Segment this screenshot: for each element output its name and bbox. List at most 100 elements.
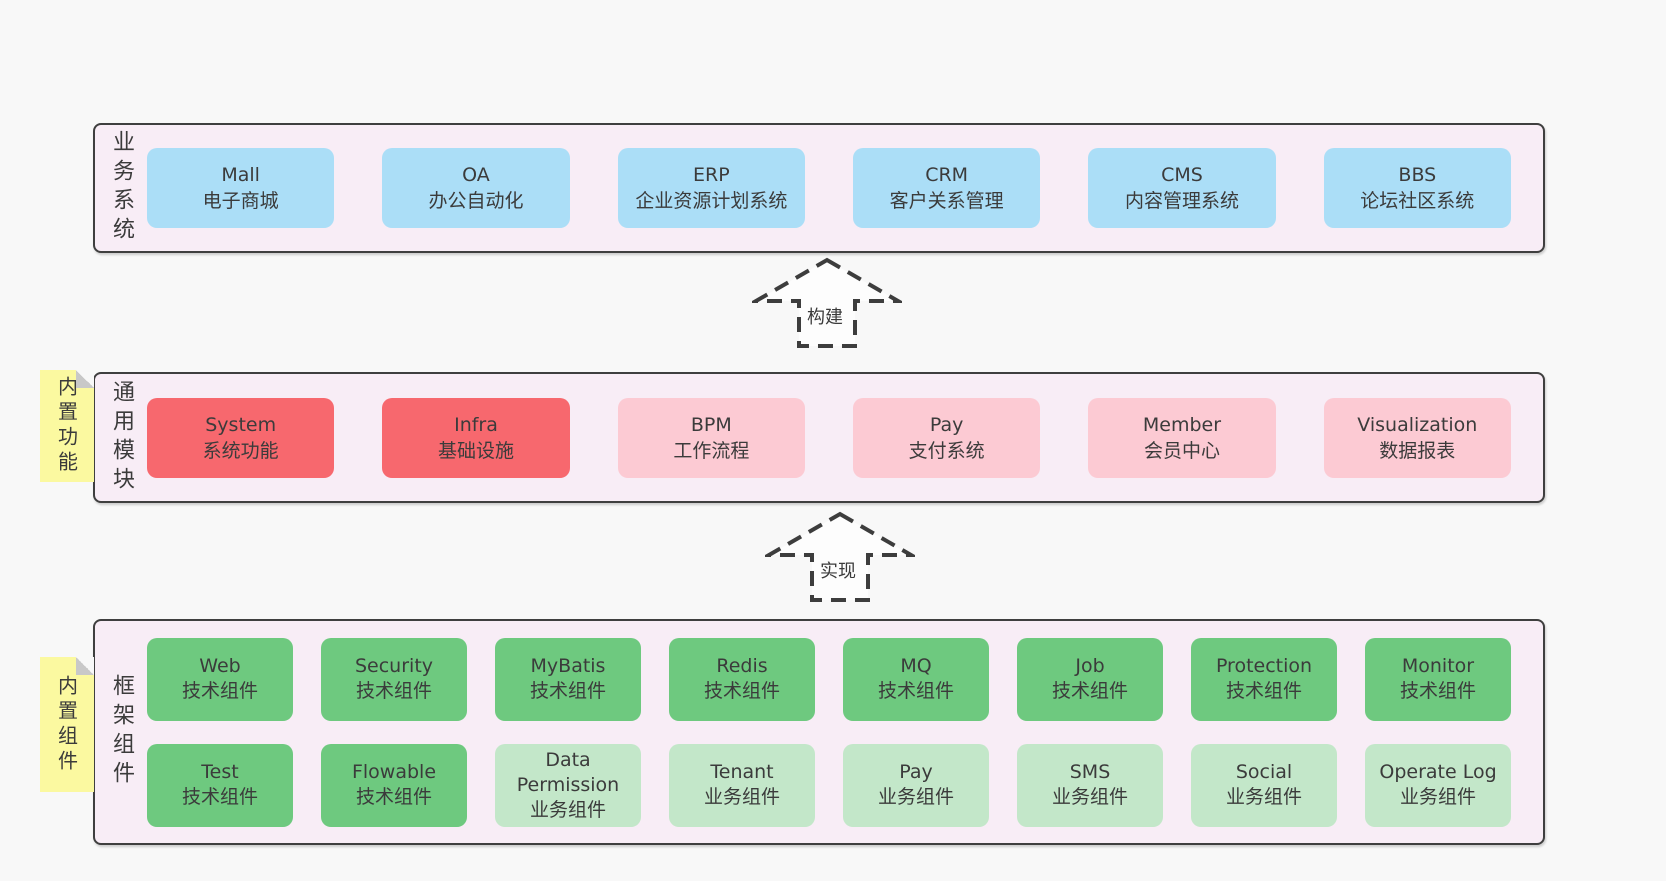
- box-infra: Infra 基础设施: [382, 397, 570, 478]
- box-mall: Mall 电子商城: [147, 148, 335, 228]
- box-pay-biz-name: Pay: [899, 761, 933, 783]
- box-erp-name: ERP: [692, 164, 730, 186]
- box-security-name: Security: [354, 655, 434, 677]
- box-mall-desc: 电子商城: [202, 190, 279, 212]
- box-social-name: Social: [1235, 761, 1293, 783]
- box-operate-log-name: Operate Log: [1379, 761, 1497, 783]
- implement-arrow-label: 实现: [820, 561, 856, 582]
- box-bpm: BPM 工作流程: [617, 397, 805, 478]
- box-redis: Redis 技术组件: [669, 637, 815, 721]
- box-flowable-desc: 技术组件: [355, 786, 432, 808]
- box-infra-name: Infra: [454, 413, 498, 436]
- box-sms-desc: 业务组件: [1051, 786, 1128, 808]
- box-protection-desc: 技术组件: [1225, 680, 1302, 702]
- box-protection: Protection 技术组件: [1191, 637, 1337, 721]
- band-label-common-modules: 通用模块: [109, 379, 134, 496]
- box-monitor-name: Monitor: [1401, 655, 1475, 677]
- box-web: Web 技术组件: [147, 637, 293, 721]
- box-mybatis-desc: 技术组件: [529, 680, 606, 702]
- band-framework-components: 内置组件 框架组件 Web 技术组件 Security 技术组件 MyBatis…: [40, 619, 1545, 845]
- box-tenant-name: Tenant: [710, 761, 774, 783]
- box-redis-desc: 技术组件: [703, 680, 780, 702]
- box-member: Member 会员中心: [1088, 397, 1276, 478]
- implement-arrow-icon: 实现: [761, 511, 919, 603]
- box-monitor-desc: 技术组件: [1399, 680, 1476, 702]
- box-mall-name: Mall: [221, 164, 260, 186]
- box-pay: Pay 支付系统: [852, 397, 1041, 478]
- box-pay-biz-desc: 业务组件: [877, 786, 954, 808]
- box-data-permission-desc: 业务组件: [529, 798, 606, 821]
- box-crm-desc: 客户关系管理: [889, 190, 1004, 212]
- box-social-desc: 业务组件: [1225, 786, 1302, 808]
- box-web-name: Web: [199, 655, 241, 677]
- box-oa: OA 办公自动化: [382, 148, 570, 228]
- box-mybatis-name: MyBatis: [530, 655, 606, 677]
- box-redis-name: Redis: [716, 655, 768, 677]
- box-web-desc: 技术组件: [181, 680, 258, 702]
- box-test-name: Test: [201, 761, 239, 783]
- box-visualization: Visualization 数据报表: [1323, 397, 1511, 478]
- box-job-desc: 技术组件: [1051, 680, 1128, 702]
- business-systems-boxes: Mall 电子商城 OA 办公自动化 ERP 企业资源计划系统 CRM 客户关系…: [147, 125, 1543, 251]
- box-system-desc: 系统功能: [202, 439, 279, 462]
- box-protection-name: Protection: [1215, 655, 1313, 677]
- gap-implement: 实现: [93, 503, 1545, 619]
- box-pay-biz: Pay 业务组件: [843, 743, 989, 827]
- box-job-name: Job: [1075, 655, 1105, 677]
- box-bpm-desc: 工作流程: [673, 439, 750, 462]
- box-system: System 系统功能: [147, 397, 335, 478]
- band-label-framework-components: 框架组件: [109, 674, 134, 790]
- box-bbs-name: BBS: [1398, 164, 1437, 186]
- sticky-note-built-in-features-text: 内置功能: [54, 376, 79, 476]
- box-oa-desc: 办公自动化: [428, 190, 524, 212]
- build-arrow-label: 构建: [807, 307, 843, 328]
- box-security-desc: 技术组件: [355, 680, 432, 702]
- box-flowable-name: Flowable: [351, 761, 437, 783]
- box-pay-name: Pay: [929, 413, 964, 436]
- folded-corner-icon: [76, 657, 94, 675]
- box-mybatis: MyBatis 技术组件: [495, 637, 641, 721]
- box-sms: SMS 业务组件: [1017, 743, 1163, 827]
- box-bbs-desc: 论坛社区系统: [1360, 190, 1475, 212]
- box-data-permission: Data Permission 业务组件: [495, 743, 641, 827]
- box-member-desc: 会员中心: [1143, 439, 1220, 462]
- box-crm: CRM 客户关系管理: [852, 148, 1041, 228]
- sticky-note-built-in-features: 内置功能: [40, 370, 94, 482]
- gap-build: 构建: [93, 253, 1545, 372]
- box-test-desc: 技术组件: [181, 786, 258, 808]
- framework-components-grid: Web 技术组件 Security 技术组件 MyBatis 技术组件 Redi…: [147, 621, 1543, 843]
- box-cms-name: CMS: [1161, 164, 1203, 186]
- box-cms-desc: 内容管理系统: [1124, 190, 1239, 212]
- box-bbs: BBS 论坛社区系统: [1323, 148, 1511, 228]
- box-flowable: Flowable 技术组件: [321, 743, 467, 827]
- box-system-name: System: [205, 413, 277, 436]
- box-sms-name: SMS: [1069, 761, 1111, 783]
- box-mq-name: MQ: [900, 655, 932, 677]
- box-mq: MQ 技术组件: [843, 637, 989, 721]
- band-common-modules: 内置功能 通用模块 System 系统功能 Infra 基础设施 BPM 工作流…: [40, 370, 1545, 503]
- box-erp-desc: 企业资源计划系统: [635, 190, 788, 212]
- box-crm-name: CRM: [925, 164, 969, 186]
- sticky-note-built-in-components: 内置组件: [40, 657, 94, 792]
- box-visualization-desc: 数据报表: [1379, 439, 1456, 462]
- box-data-permission-name: Data Permission: [516, 748, 620, 796]
- box-operate-log-desc: 业务组件: [1399, 786, 1476, 808]
- box-tenant-desc: 业务组件: [703, 786, 780, 808]
- box-tenant: Tenant 业务组件: [669, 743, 815, 827]
- box-cms: CMS 内容管理系统: [1088, 148, 1276, 228]
- build-arrow-icon: 构建: [748, 257, 906, 349]
- folded-corner-icon: [76, 370, 94, 388]
- box-monitor: Monitor 技术组件: [1365, 637, 1511, 721]
- band-business-systems: 业务系统 Mall 电子商城 OA 办公自动化 ERP 企业资源计划系统 CRM…: [93, 123, 1545, 253]
- box-erp: ERP 企业资源计划系统: [617, 148, 805, 228]
- box-job: Job 技术组件: [1017, 637, 1163, 721]
- box-social: Social 业务组件: [1191, 743, 1337, 827]
- sticky-note-built-in-components-text: 内置组件: [54, 674, 79, 775]
- common-modules-boxes: System 系统功能 Infra 基础设施 BPM 工作流程 Pay 支付系统…: [147, 374, 1543, 501]
- box-member-name: Member: [1142, 413, 1222, 436]
- box-pay-desc: 支付系统: [908, 439, 985, 462]
- box-oa-name: OA: [462, 164, 490, 186]
- box-visualization-name: Visualization: [1357, 413, 1478, 436]
- box-operate-log: Operate Log 业务组件: [1365, 743, 1511, 827]
- band-label-business-systems: 业务系统: [109, 130, 134, 246]
